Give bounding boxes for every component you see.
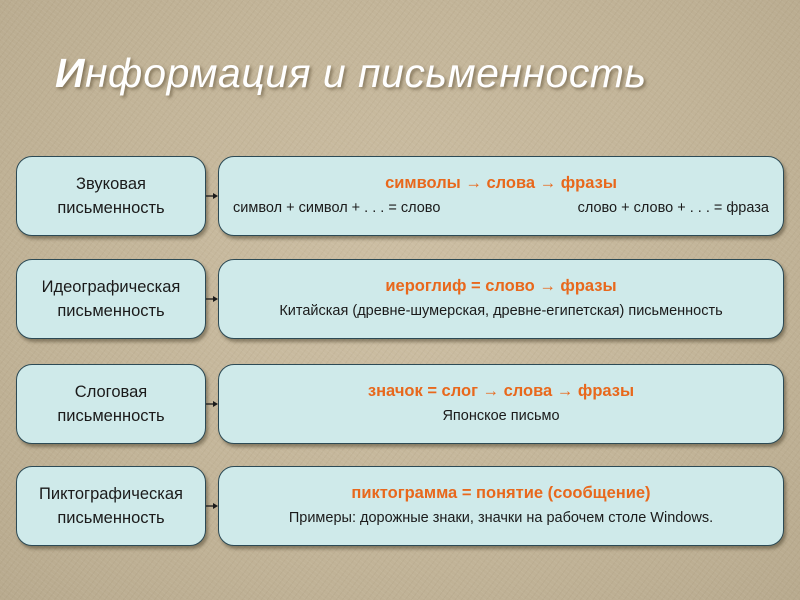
category-label: Слоговая письменность [57, 383, 165, 425]
category-box-sound: Звуковая письменность [16, 156, 206, 236]
description-body: Китайская (древне-шумерская, древне-егип… [279, 303, 723, 319]
description-box-syllabic: значок = слог → слова → фразы Японское п… [218, 364, 784, 444]
description-body-right: слово + слово + . . . = фраза [577, 200, 769, 216]
description-body-left: символ + символ + . . . = слово [233, 200, 441, 216]
category-box-syllabic: Слоговая письменность [16, 364, 206, 444]
arrow-right-icon [206, 503, 218, 509]
category-label: Идеографическая письменность [41, 278, 181, 320]
arrow-right-icon [206, 401, 218, 407]
category-box-ideographic: Идеографическая письменность [16, 259, 206, 339]
description-body: Японское письмо [442, 408, 560, 424]
description-heading: символы → слова → фразы [385, 174, 617, 192]
description-body: символ + символ + . . . = слово слово + … [219, 200, 783, 216]
category-box-pictographic: Пиктографическая письменность [16, 466, 206, 546]
description-heading: иероглиф = слово → фразы [385, 277, 617, 295]
category-label: Звуковая письменность [57, 175, 165, 217]
title-rest: нформация и письменность [85, 50, 647, 96]
category-label: Пиктографическая письменность [39, 485, 183, 527]
arrow-right-icon [206, 193, 218, 199]
description-box-pictographic: пиктограмма = понятие (сообщение) Пример… [218, 466, 784, 546]
description-heading: пиктограмма = понятие (сообщение) [351, 484, 651, 502]
description-box-sound: символы → слова → фразы символ + символ … [218, 156, 784, 236]
arrow-right-icon [206, 296, 218, 302]
description-body: Примеры: дорожные знаки, значки на рабоч… [288, 510, 714, 526]
description-heading: значок = слог → слова → фразы [367, 382, 635, 400]
description-box-ideographic: иероглиф = слово → фразы Китайская (древ… [218, 259, 784, 339]
slide-title: Информация и письменность [55, 50, 775, 97]
title-first-letter: И [55, 50, 85, 96]
